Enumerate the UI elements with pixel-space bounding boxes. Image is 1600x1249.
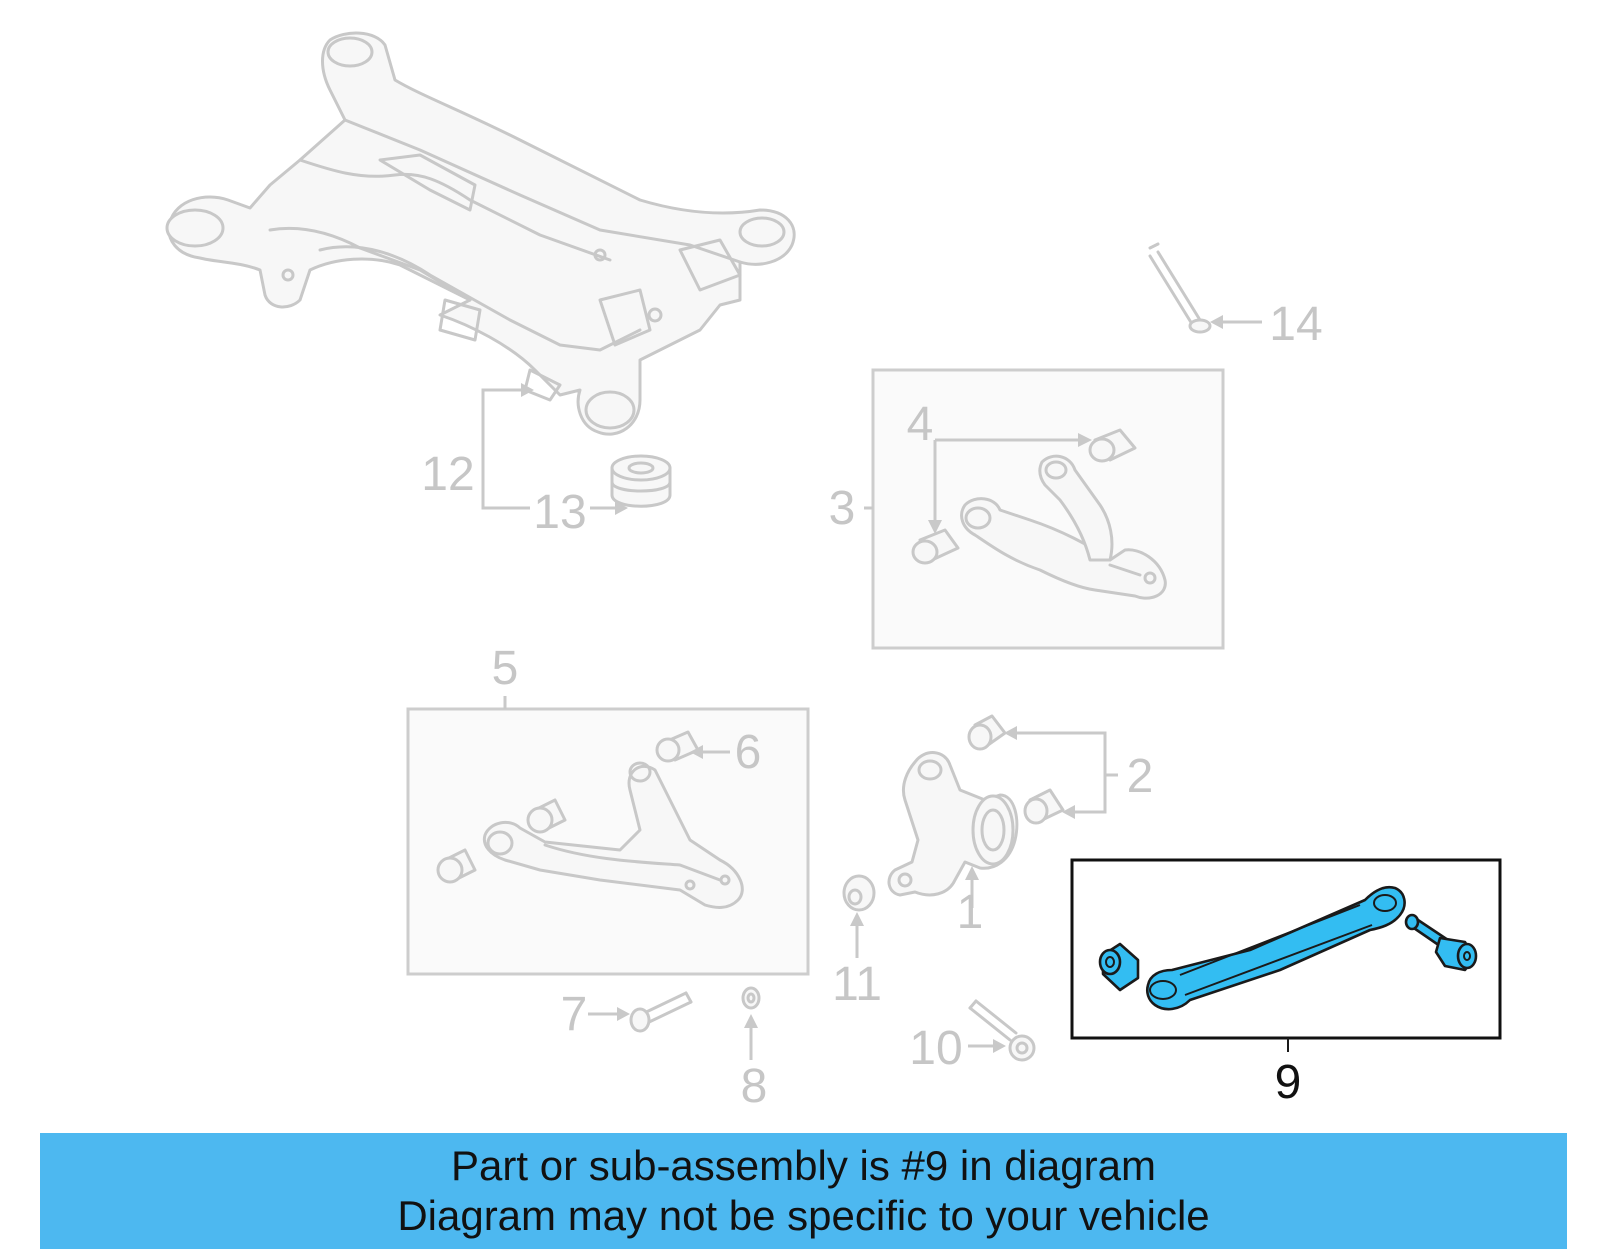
bolt-14-drawing	[1148, 242, 1212, 334]
callout-12: 12	[421, 448, 474, 501]
knuckle-drawing	[887, 714, 1065, 897]
leader-1	[965, 866, 979, 908]
washer-8-drawing	[741, 986, 761, 1010]
leader-8	[744, 1014, 758, 1060]
leader-4	[864, 433, 1092, 534]
washer-11-drawing	[842, 874, 876, 912]
leader-12-13	[481, 383, 628, 515]
callout-7: 7	[561, 988, 588, 1041]
callout-3: 3	[829, 482, 856, 535]
upper-arm-box	[871, 368, 1225, 650]
callout-11: 11	[832, 958, 882, 1011]
callout-5: 5	[492, 642, 519, 695]
leader-7	[588, 1007, 630, 1021]
callout-9: 9	[1275, 1056, 1302, 1109]
callout-1: 1	[957, 886, 984, 939]
bolt-7-drawing	[629, 991, 693, 1033]
callout-2: 2	[1127, 750, 1154, 803]
callout-14: 14	[1269, 298, 1322, 351]
callout-13: 13	[533, 486, 586, 539]
leader-2	[1004, 726, 1118, 819]
callout-6: 6	[735, 726, 762, 779]
banner-line-2: Diagram may not be specific to your vehi…	[397, 1192, 1210, 1239]
bolt-10-drawing	[968, 999, 1036, 1062]
info-banner: Part or sub-assembly is #9 in diagram Di…	[40, 1133, 1567, 1249]
leader-11	[850, 912, 864, 958]
callout-10: 10	[909, 1022, 962, 1075]
leader-6	[690, 745, 730, 759]
subframe-drawing	[165, 31, 796, 436]
callout-8: 8	[741, 1060, 768, 1113]
bushing-13-drawing	[610, 454, 672, 508]
lower-arm-box	[406, 707, 810, 976]
leader-10	[968, 1039, 1006, 1053]
callout-4: 4	[907, 398, 934, 451]
lower-control-arm-drawing	[436, 730, 744, 909]
leader-14	[1210, 315, 1262, 329]
banner-line-1: Part or sub-assembly is #9 in diagram	[451, 1142, 1156, 1189]
upper-control-arm-drawing	[911, 428, 1167, 600]
trailing-arm-9-drawing	[1098, 885, 1478, 1011]
